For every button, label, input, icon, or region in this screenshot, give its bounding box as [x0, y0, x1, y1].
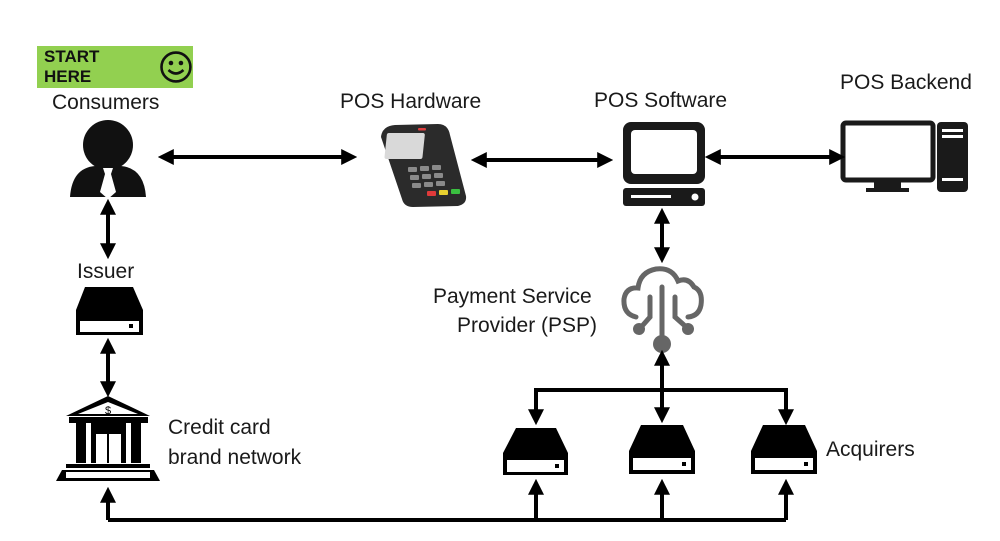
pos-software-label: POS Software	[594, 89, 728, 112]
person-with-tie-icon	[70, 120, 146, 199]
psp-label-line2: Provider (PSP)	[457, 314, 598, 337]
card-network-label-line2: brand network	[168, 446, 302, 469]
smiley-face-icon	[160, 51, 192, 83]
consumers-label: Consumers	[52, 91, 160, 114]
psp-label-line1: Payment Service	[433, 285, 592, 308]
issuer-label: Issuer	[77, 260, 135, 283]
svg-text:$: $	[105, 405, 111, 417]
start-here-label: START HERE	[44, 47, 100, 86]
arrow-acquirers-network	[100, 478, 794, 522]
acquirer-drive-icon	[503, 428, 568, 475]
cloud-network-icon	[621, 266, 704, 345]
server-drive-icon	[76, 287, 143, 335]
acquirers-label: Acquirers	[826, 438, 915, 461]
acquirer-drive-icon	[629, 425, 695, 474]
pos-backend-label: POS Backend	[840, 71, 972, 94]
cloud-network-nodes	[633, 323, 694, 353]
desktop-computer-icon	[623, 122, 705, 206]
bank-building-icon: $	[56, 396, 160, 481]
acquirer-drive-icon	[751, 425, 817, 474]
start-here-badge: START HERE	[37, 46, 193, 88]
monitor-tower-icon	[840, 120, 968, 192]
arrow-psp-acquirers	[528, 349, 794, 426]
card-network-label-line1: Credit card	[168, 416, 271, 439]
pos-hardware-label: POS Hardware	[340, 90, 482, 113]
card-terminal-icon	[381, 124, 467, 207]
